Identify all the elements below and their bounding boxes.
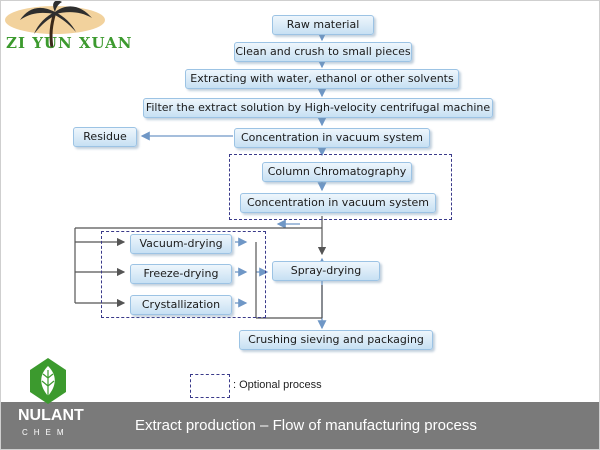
node-freeze-drying: Freeze-drying xyxy=(130,264,232,284)
node-residue: Residue xyxy=(73,127,137,147)
node-raw-material: Raw material xyxy=(272,15,374,35)
legend-optional-process-swatch xyxy=(190,374,230,398)
brand-logo-text: ZI YUN XUAN xyxy=(6,34,133,52)
footer-title: Extract production – Flow of manufacturi… xyxy=(135,417,477,434)
node-column-chromatography: Column Chromatography xyxy=(262,162,412,182)
legend-optional-process-label: : Optional process xyxy=(233,379,322,391)
company-sub: CHEM xyxy=(22,428,70,437)
node-spray-drying: Spray-drying xyxy=(272,261,380,281)
node-packaging: Crushing sieving and packaging xyxy=(239,330,433,350)
optional-process-frame-drying xyxy=(101,231,266,318)
node-concentration-1: Concentration in vacuum system xyxy=(234,128,430,148)
palm-tree-logo-icon xyxy=(5,0,105,49)
node-clean-crush: Clean and crush to small pieces xyxy=(234,42,412,62)
optional-process-frame-chromatography xyxy=(229,154,452,220)
node-concentration-2: Concentration in vacuum system xyxy=(240,193,436,213)
node-crystallization: Crystallization xyxy=(130,295,232,315)
node-extracting: Extracting with water, ethanol or other … xyxy=(185,69,459,89)
company-name: NULANT xyxy=(18,407,84,424)
node-vacuum-drying: Vacuum-drying xyxy=(130,234,232,254)
footer-banner xyxy=(0,402,600,450)
node-filter: Filter the extract solution by High-velo… xyxy=(143,98,493,118)
leaf-logo-icon xyxy=(30,358,66,404)
